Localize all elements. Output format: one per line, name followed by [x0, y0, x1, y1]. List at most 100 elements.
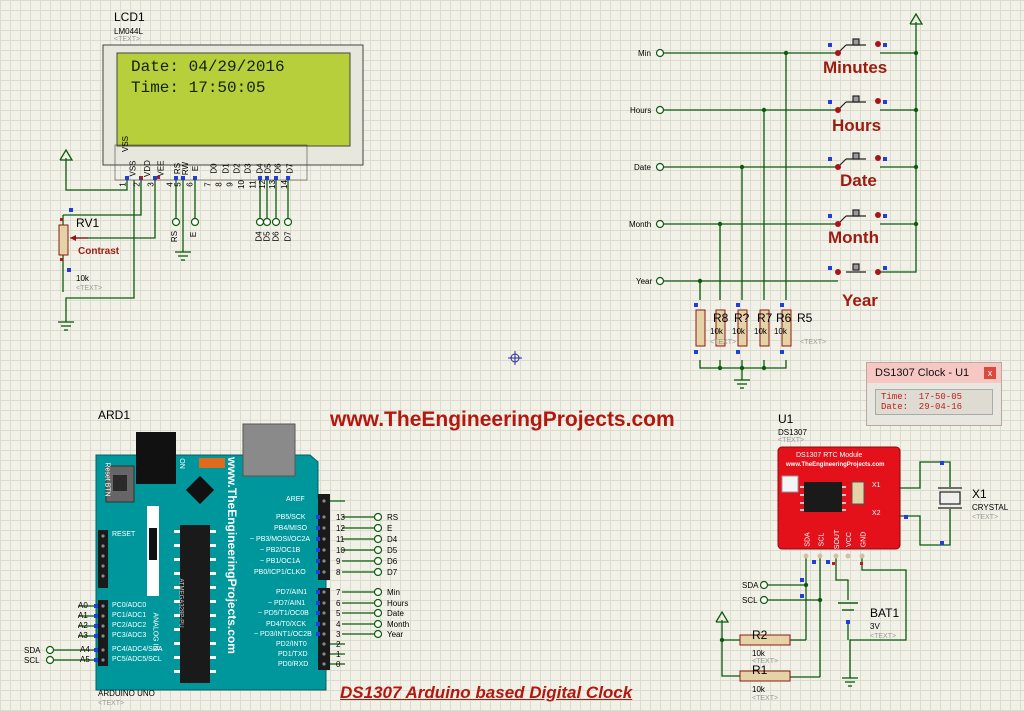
arduino-net-e: E: [387, 524, 393, 533]
lcd-pin-vss: VSS: [121, 135, 130, 152]
u1-text-tag: <TEXT>: [778, 437, 805, 444]
arduino-net-month: Month: [387, 620, 410, 629]
arduino-num-5: 5: [336, 609, 341, 618]
arduino-net-d7: D7: [387, 568, 398, 577]
crystal-ref: X1: [972, 487, 987, 501]
arduino-analog-a4: A4: [80, 645, 90, 654]
u1-ref: U1: [778, 412, 794, 426]
arduino-analog-a3: A3: [78, 631, 88, 640]
lcd-pin-num-1: 1: [118, 182, 128, 187]
rv1-ref: RV1: [76, 216, 100, 230]
arduino-reset-label: RESET: [112, 531, 136, 538]
lcd-pin-num-2: 2: [132, 182, 142, 187]
net-min: Min: [638, 49, 651, 58]
arduino-num-6: 6: [336, 599, 341, 608]
resistor-ref-r6: R6: [776, 311, 792, 325]
lcd-pin-d6: D6: [273, 163, 283, 174]
button-month[interactable]: Month: [828, 228, 879, 247]
r1-text-tag: <TEXT>: [752, 695, 779, 702]
crystal-text-tag: <TEXT>: [972, 514, 999, 521]
rtc-pin-sda: SDA: [804, 532, 812, 547]
arduino-num-9: 9: [336, 557, 341, 566]
clock-time-line: Time: 17-50-05: [881, 392, 963, 402]
rv1-text-tag: <TEXT>: [76, 285, 103, 292]
arduino-pin-pd5: ~ PD5/T1/OC0B: [258, 610, 309, 617]
arduino-net-d4: D4: [387, 535, 398, 544]
arduino-analog-a1: A1: [78, 611, 88, 620]
lcd-pin-d3: D3: [243, 163, 253, 174]
ds1307-clock-window[interactable]: DS1307 Clock - U1 x Time: 17-50-05 Date:…: [866, 362, 1002, 426]
r2-value: 10k: [752, 649, 765, 658]
arduino-pin-pc2: PC2/ADC2: [112, 622, 147, 629]
lcd-pin-num-6: 6: [185, 182, 195, 187]
lcd-net-d5: D5: [262, 231, 272, 242]
arduino-net-year: Year: [387, 630, 404, 639]
net-month: Month: [629, 220, 652, 229]
i2c-net-sda: SDA: [742, 581, 759, 590]
battery-ref: BAT1: [870, 606, 900, 620]
arduino-pin-pc1: PC1/ADC1: [112, 612, 147, 619]
i2c-net-scl: SCL: [742, 596, 758, 605]
lcd-ref: LCD1: [114, 10, 145, 24]
arduino-analog-in-label: ANALOG IN: [151, 612, 159, 651]
arduino-net-min: Min: [387, 588, 400, 597]
arduino-net-sda: SDA: [24, 646, 41, 655]
lcd-pin-num-7: 7: [203, 182, 213, 187]
lcd-pin-e: E: [191, 165, 201, 172]
arduino-num-8: 8: [336, 568, 341, 577]
arduino-aref-label: AREF: [286, 496, 305, 503]
ds1307-clock-readout: Time: 17-50-05 Date: 29-04-16: [875, 389, 993, 415]
r1-ref: R1: [752, 663, 768, 677]
arduino-num-13: 13: [336, 513, 345, 522]
lcd-pin-vss: VSS: [128, 160, 138, 177]
arduino-part: ARDUINO UNO: [98, 689, 155, 698]
resistor-ref-r9: R?: [734, 311, 750, 325]
diagram-caption: DS1307 Arduino based Digital Clock: [340, 683, 633, 702]
rtc-pin-x2: X2: [872, 510, 881, 517]
arduino-pin-pd3: ~ PD3/INT1/OC2B: [254, 631, 312, 638]
arduino-pin-pd0: PD0/RXD: [278, 661, 309, 668]
rtc-module-site: www.TheEngineeringProjects.com: [786, 462, 885, 468]
arduino-num-4: 4: [336, 620, 341, 629]
arduino-pin-pd6: ~ PD7/AIN1: [268, 600, 306, 607]
lcd-net-rs: RS: [170, 230, 180, 243]
arduino-pin-pc3: PC3/ADC3: [112, 632, 147, 639]
arduino-vertical-site: www.TheEngineeringProjects.com: [225, 457, 239, 654]
arduino-analog-a5: A5: [80, 655, 90, 664]
arduino-net-date: Date: [387, 609, 404, 618]
r2-ref: R2: [752, 628, 768, 642]
button-minutes[interactable]: Minutes: [823, 58, 888, 77]
lcd-pin-num-12: 12: [257, 180, 267, 189]
arduino-num-11: 11: [336, 535, 345, 544]
resistor-text-tag: <TEXT>: [710, 339, 737, 346]
rv1-value: 10k: [76, 274, 89, 283]
ds1307-clock-window-title: DS1307 Clock - U1: [867, 363, 1001, 383]
arduino-pin-pb0: PB0/ICP1/CLKO: [254, 569, 306, 576]
button-hours[interactable]: Hours: [832, 116, 882, 135]
arduino-pin-pb1: ~ PB1/OC1A: [260, 558, 301, 565]
arduino-pin-pc5: PC5/ADC5/SCL: [112, 656, 162, 663]
lcd-net-e: E: [189, 231, 199, 238]
net-year: Year: [636, 277, 653, 286]
arduino-net-scl: SCL: [24, 656, 40, 665]
lcd-pin-vdd: VDD: [142, 160, 152, 177]
arduino-chip-label: ATMEGA328P-PU: [177, 578, 184, 628]
close-icon[interactable]: x: [984, 367, 996, 379]
net-date: Date: [634, 163, 651, 172]
lcd-pin-num-13: 13: [267, 180, 277, 189]
clock-date-line: Date: 29-04-16: [881, 402, 963, 412]
battery-value: 3V: [870, 622, 880, 631]
battery-text-tag: <TEXT>: [870, 633, 897, 640]
arduino-pin-pb5: PB5/SCK: [276, 514, 306, 521]
button-date[interactable]: Date: [840, 171, 877, 190]
resistor-ref-r7: R7: [757, 311, 773, 325]
arduino-pin-pc0: PC0/ADC0: [112, 602, 147, 609]
button-year[interactable]: Year: [842, 291, 878, 310]
rtc-pin-scl: SCL: [818, 532, 826, 547]
arduino-analog-a0: A0: [78, 601, 88, 610]
lcd-pin-d0: D0: [209, 163, 219, 174]
lcd-pin-num-9: 9: [225, 182, 235, 187]
arduino-net-rs: RS: [387, 513, 399, 522]
arduino-pin-pc4: PC4/ADC4/SDA: [112, 646, 163, 653]
